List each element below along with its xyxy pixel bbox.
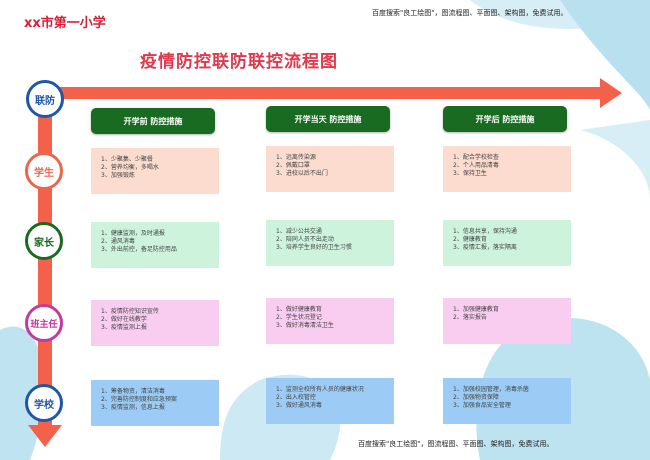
role-school: 学校: [25, 384, 63, 422]
card-head-teacher-after: 1、加强健康教育 2、落实报告: [443, 298, 571, 344]
card-school-day: 1、监测全校所有人员的健康状况 2、出入校管控 3、做好通风消毒: [266, 378, 394, 424]
school-name: xx市第一小学: [24, 16, 106, 31]
corner-label: 联防: [35, 95, 55, 107]
top-watermark: 百度搜索"良工绘图"，图流程图、平面图、架构图，免费试用。: [372, 9, 568, 17]
vertical-arrow-head: [28, 425, 62, 447]
horizontal-arrow-head: [600, 78, 622, 108]
card-school-after: 1、加强校园管理，消毒杀菌 2、加强物资保障 3、加强食品安全管理: [443, 378, 571, 424]
card-head-teacher-before: 1、疫情防控知识宣传 2、做好在线教学 3、疫情监测上报: [91, 300, 219, 346]
page-title: 疫情防控联防联控流程图: [140, 52, 338, 72]
role-student: 学生: [25, 152, 63, 190]
card-student-day: 1、远离传染源 2、佩戴口罩 3、进校以后不出门: [266, 146, 394, 192]
corner-node: 联防: [26, 80, 64, 118]
phase-day: 开学当天 防控措施: [266, 106, 390, 132]
card-parent-after: 1、信息共享，保持沟通 2、健康教育 3、疫情汇报，落实隔离: [443, 220, 571, 266]
horizontal-arrow-shaft: [40, 87, 605, 99]
role-head-teacher: 班主任: [25, 304, 63, 342]
card-student-after: 1、配合学校检查 2、个人用品清毒 3、保持卫生: [443, 146, 571, 192]
vertical-arrow-shaft: [38, 97, 52, 427]
card-parent-before: 1、健康监测，及时通报 2、通风消毒 3、外出前控，备足防控用品: [91, 222, 219, 268]
bottom-watermark: 百度搜索"良工绘图"，图流程图、平面图、架构图，免费试用。: [358, 440, 554, 448]
card-school-before: 1、筹备物资，清洁消毒 2、完善防控制度和应急预案 3、疫情监测，信息上报: [91, 380, 219, 426]
card-head-teacher-day: 1、做好健康教育 2、学生状况登记 3、做好消毒清洁卫生: [266, 298, 394, 344]
phase-before: 开学前 防控措施: [91, 108, 215, 134]
card-parent-day: 1、减少公共交通 2、陪同人员不出走动 3、培养学生良好的卫生习惯: [266, 220, 394, 266]
card-student-before: 1、少聚集、少聚餐 2、营养均衡，多喝水 3、加强锻炼: [91, 148, 219, 194]
phase-after: 开学后 防控措施: [443, 106, 567, 132]
role-parent: 家长: [25, 222, 63, 260]
